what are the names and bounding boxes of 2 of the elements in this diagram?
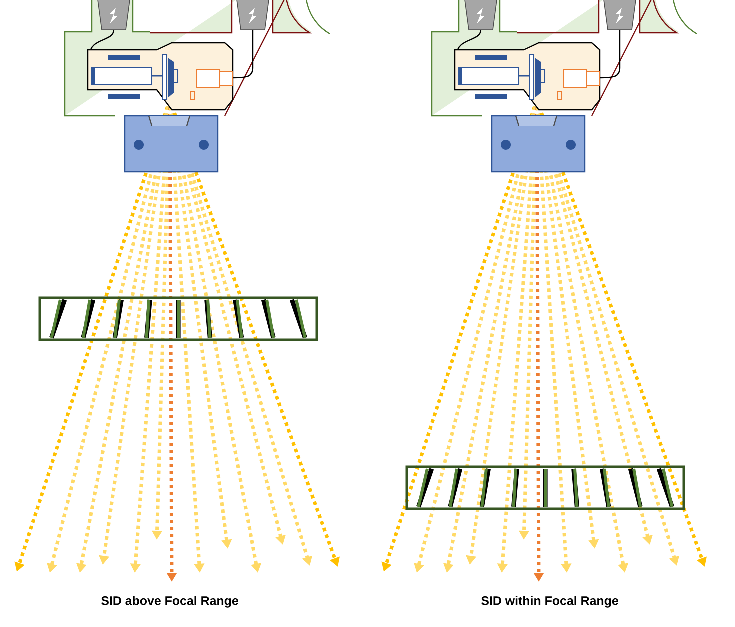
caption: SID above Focal Range xyxy=(102,596,238,608)
caption: SID within Focal Range xyxy=(482,596,618,608)
